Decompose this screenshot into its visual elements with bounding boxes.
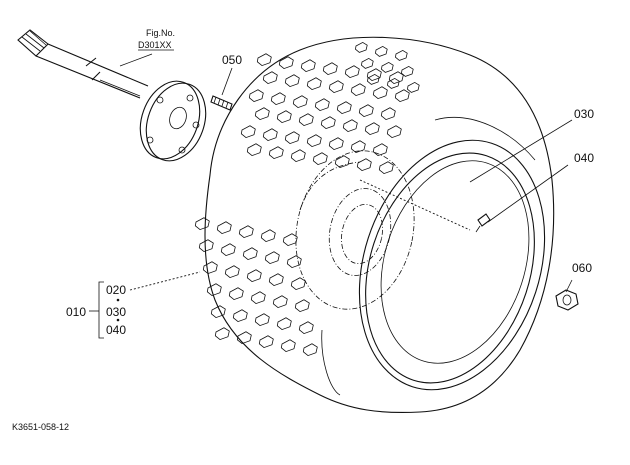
leader-fig-ref [119, 53, 153, 67]
leader-060 [565, 279, 573, 293]
wheel-nut[interactable] [555, 289, 579, 311]
leader-010-group [129, 271, 201, 291]
callout-040-group[interactable]: 040 [106, 323, 126, 337]
callout-010[interactable]: 010 [66, 305, 86, 319]
leader-040 [487, 164, 569, 223]
assembly-group-010: 010 020 030 040 [66, 281, 126, 339]
wheel-rim[interactable] [329, 116, 575, 414]
fig-ref-line1: Fig.No. [146, 28, 175, 38]
tire-body[interactable] [204, 36, 555, 414]
callout-030[interactable]: 030 [574, 107, 594, 121]
axle-shaft[interactable] [17, 29, 216, 169]
callout-040[interactable]: 040 [574, 151, 594, 165]
stud-bolt[interactable] [210, 95, 233, 111]
tread-lugs-upper [240, 41, 420, 175]
leader-rim-hub [359, 179, 471, 231]
callout-020[interactable]: 020 [106, 283, 126, 297]
leader-050 [221, 67, 233, 96]
valve-stem[interactable] [475, 213, 491, 233]
leader-030 [469, 119, 573, 183]
tread-lugs-lower [194, 217, 318, 357]
fig-ref-line2[interactable]: D301XX [138, 40, 172, 50]
callout-060[interactable]: 060 [572, 261, 592, 275]
hub-hidden-lines [295, 150, 415, 310]
callout-030-group[interactable]: 030 [106, 305, 126, 319]
callout-050[interactable]: 050 [222, 53, 242, 67]
drawing-id: K3651-058-12 [12, 422, 69, 432]
